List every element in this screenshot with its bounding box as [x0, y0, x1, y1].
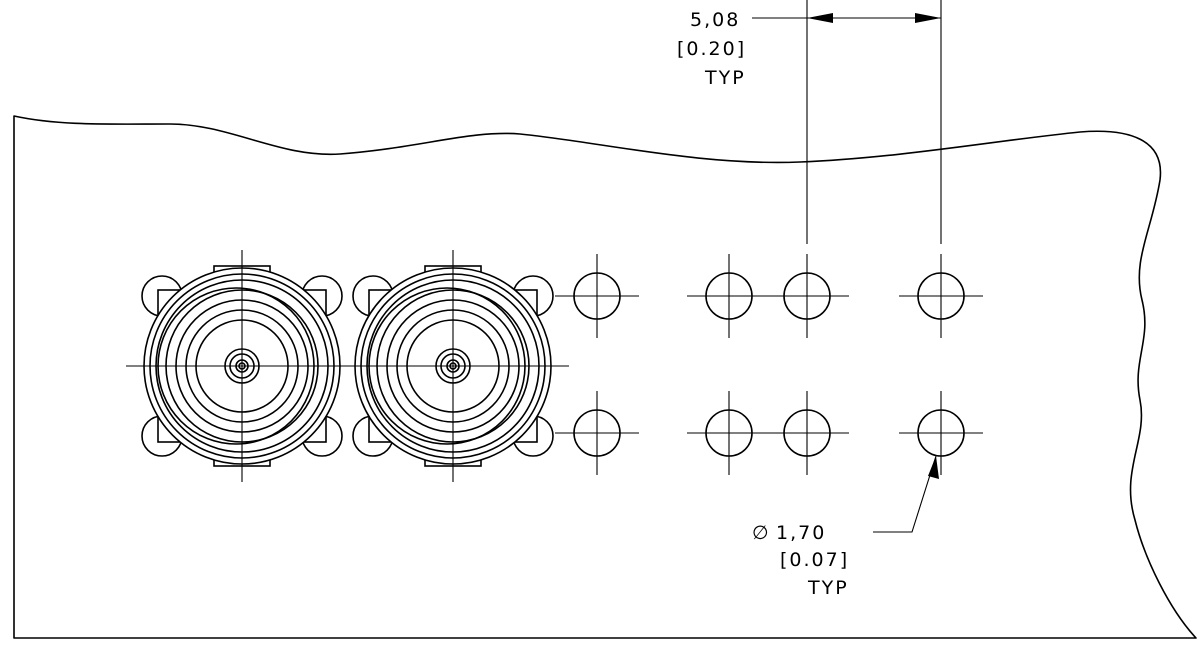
- hole-leader-line: [873, 455, 937, 533]
- hole-diameter-symbol: ∅: [752, 522, 771, 544]
- mounting-hole: [555, 391, 639, 475]
- mounting-hole: [765, 391, 849, 475]
- mounting-hole: [687, 391, 771, 475]
- hole-dimension: ∅ 1,70 [0.07] TYP: [752, 455, 939, 599]
- arrowhead-left-icon: [807, 13, 833, 23]
- mounting-hole: [555, 254, 639, 338]
- spacing-dimension: 5,08 [0.20] TYP: [677, 0, 942, 244]
- hole-metric-text: 1,70: [776, 522, 826, 544]
- bnc-connector: [337, 250, 569, 482]
- arrowhead-right-icon: [915, 13, 941, 23]
- spacing-metric-text: 5,08: [690, 9, 740, 31]
- hole-leader-arrowhead-icon: [928, 456, 939, 479]
- mounting-hole: [899, 254, 983, 338]
- spacing-imperial-text: [0.20]: [677, 38, 746, 60]
- bnc-connector-group: [126, 250, 569, 482]
- panel-outline: [13, 115, 1197, 639]
- mounting-hole: [899, 391, 983, 475]
- bnc-connector: [126, 250, 358, 482]
- hole-imperial-text: [0.07]: [780, 549, 849, 571]
- spacing-typ-text: TYP: [704, 67, 746, 89]
- hole-typ-text: TYP: [807, 577, 849, 599]
- mounting-hole: [687, 254, 771, 338]
- mounting-hole-group: [555, 254, 983, 475]
- mounting-hole: [765, 254, 849, 338]
